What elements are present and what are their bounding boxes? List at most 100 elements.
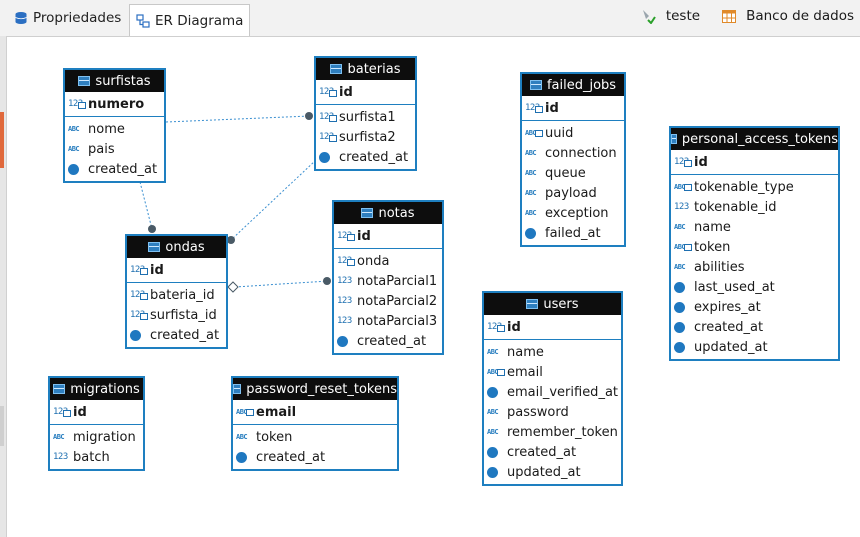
entity-header[interactable]: failed_jobs xyxy=(522,74,624,96)
text-column-icon: ABC xyxy=(674,263,686,271)
column-row[interactable]: failed_at xyxy=(525,223,624,243)
column-row[interactable]: created_at xyxy=(487,442,621,462)
table-grid-icon xyxy=(722,9,737,23)
column-name: onda xyxy=(357,253,390,269)
column-name: password xyxy=(507,404,569,420)
entity-header[interactable]: password_reset_tokens xyxy=(233,378,397,400)
column-row[interactable]: updated_at xyxy=(674,337,838,357)
column-row[interactable]: updated_at xyxy=(487,462,621,482)
column-row[interactable]: ABC pais xyxy=(68,139,164,159)
database-button[interactable]: Banco de dados xyxy=(716,6,860,26)
primary-key-name: id xyxy=(357,228,371,244)
tab-er-diagram[interactable]: ER Diagrama xyxy=(129,4,251,36)
text-key-column-icon: ABC xyxy=(674,243,692,251)
entity-header[interactable]: surfistas xyxy=(65,70,164,92)
table-icon xyxy=(233,384,242,394)
entity-header[interactable]: notas xyxy=(334,202,442,224)
column-row[interactable]: expires_at xyxy=(674,297,838,317)
connection-button[interactable]: teste xyxy=(634,6,706,26)
entity-header[interactable]: personal_access_tokens xyxy=(671,128,838,150)
column-row[interactable]: created_at xyxy=(68,159,164,179)
column-name: token xyxy=(694,239,731,255)
entity-header[interactable]: users xyxy=(484,293,621,315)
column-name: email_verified_at xyxy=(507,384,619,400)
column-name: token xyxy=(256,429,293,445)
tab-er-diagram-label: ER Diagrama xyxy=(155,12,244,29)
database-label: Banco de dados xyxy=(746,8,854,24)
entity-header[interactable]: baterias xyxy=(316,58,415,80)
column-row[interactable]: created_at xyxy=(674,317,838,337)
column-row[interactable]: created_at xyxy=(337,331,442,351)
relation-ondas-notas xyxy=(234,280,329,288)
table-icon xyxy=(148,242,161,252)
text-column-icon: ABC xyxy=(674,223,686,231)
numeric-key-column-icon: 123 xyxy=(337,231,355,241)
column-name: pais xyxy=(88,141,115,157)
table-icon xyxy=(526,299,539,309)
tab-properties[interactable]: Propriedades xyxy=(8,4,127,32)
text-column-icon: ABC xyxy=(68,125,80,133)
entity-header[interactable]: ondas xyxy=(127,236,226,258)
timestamp-column-icon xyxy=(487,447,505,458)
entity-header[interactable]: migrations xyxy=(50,378,143,400)
entity-name: password_reset_tokens xyxy=(246,381,397,397)
numeric-column-icon: 123 xyxy=(53,452,68,462)
timestamp-column-icon xyxy=(674,322,692,333)
column-row[interactable]: last_used_at xyxy=(674,277,838,297)
column-row[interactable]: created_at xyxy=(130,325,226,345)
column-row[interactable]: created_at xyxy=(319,147,415,167)
column-row[interactable]: email_verified_at xyxy=(487,382,621,402)
entity-name: baterias xyxy=(347,61,401,77)
column-row[interactable]: created_at xyxy=(236,447,397,467)
text-column-icon: ABC xyxy=(68,145,80,153)
